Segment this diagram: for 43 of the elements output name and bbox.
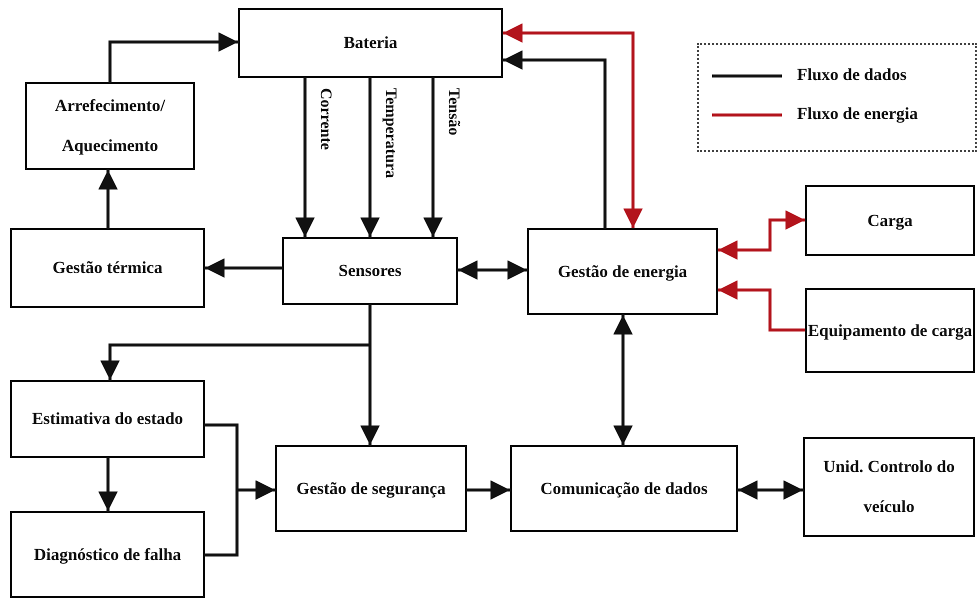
box-label: Comunicação de dados: [540, 478, 708, 500]
edge-label: Temperatura: [381, 88, 399, 178]
legend-label: Fluxo de dados: [797, 65, 907, 85]
arrow: [360, 78, 380, 237]
arrow: [503, 50, 606, 228]
process-box: [510, 445, 738, 532]
arrow: [458, 260, 527, 280]
box-label: Equipamento de carga: [808, 320, 972, 342]
arrow: [738, 480, 803, 500]
process-box: [527, 228, 718, 315]
arrow: [423, 78, 443, 237]
box-label: Diagnóstico de falha: [34, 544, 182, 566]
process-box: [10, 228, 205, 308]
process-box: [282, 237, 458, 305]
arrow: [295, 78, 315, 237]
box-label: Sensores: [338, 260, 402, 282]
legend-label: Fluxo de energia: [797, 104, 918, 124]
box-label: Bateria: [344, 32, 398, 54]
arrow: [503, 23, 643, 228]
arrow: [205, 258, 282, 278]
process-box: [803, 437, 975, 537]
box-label: Gestão térmica: [52, 257, 162, 279]
box-label: Carga: [867, 210, 913, 232]
arrow: [718, 210, 805, 260]
arrow: [108, 32, 238, 82]
box-label: Gestão de energia: [558, 260, 688, 283]
box-label: Arrefecimento/ Aquecimento: [54, 95, 166, 157]
arrow: [467, 480, 510, 500]
process-box: [238, 8, 503, 78]
box-label: Gestão de segurança: [296, 478, 446, 500]
arrow: [613, 315, 633, 445]
process-box: [10, 380, 205, 458]
process-box: [25, 82, 195, 170]
box-label: Unid. Controlo do veículo: [822, 456, 956, 518]
process-box: [10, 511, 205, 598]
arrow: [98, 170, 118, 228]
arrow: [205, 480, 275, 556]
process-box: [805, 185, 975, 256]
process-box: [275, 445, 467, 532]
arrow: [718, 280, 805, 332]
process-box: [805, 288, 975, 373]
arrow: [98, 458, 118, 511]
box-label: Estimativa do estado: [32, 408, 184, 430]
